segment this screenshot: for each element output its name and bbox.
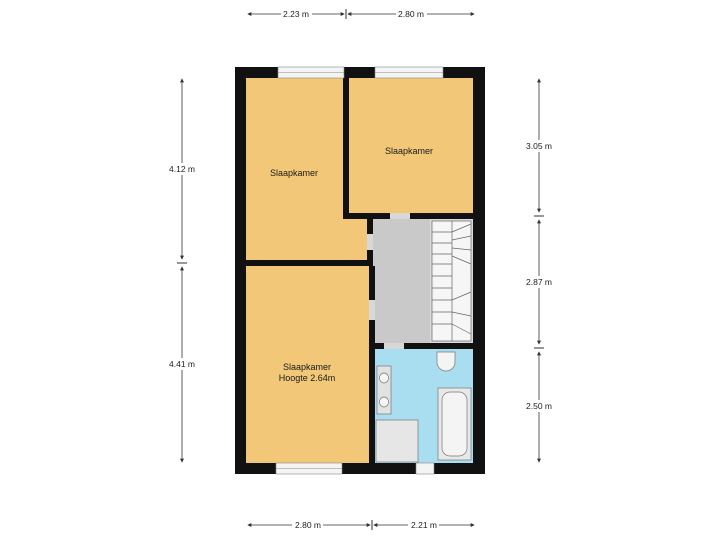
toilet xyxy=(436,351,456,372)
room-floor-bedroom-bottom xyxy=(246,266,369,463)
dim-left-lower: 4.41 m xyxy=(169,359,195,369)
dim-bottom-right: 2.21 m xyxy=(411,520,437,530)
dim-right-middle: 2.87 m xyxy=(526,277,552,287)
room-label-bedroom-bottom-height: Hoogte 2.64m xyxy=(279,373,336,383)
interior-wall-hall-left xyxy=(369,266,375,463)
shower-area xyxy=(375,419,419,463)
interior-wall-bathroom-top xyxy=(375,343,473,349)
interior-wall-bedroom-divider xyxy=(246,260,373,266)
hallway-floor xyxy=(373,219,430,343)
dim-top-left: 2.23 m xyxy=(283,9,309,19)
dim-bottom-left: 2.80 m xyxy=(295,520,321,530)
bathroom-fixtures xyxy=(375,351,472,463)
dim-right-upper: 3.05 m xyxy=(526,141,552,151)
staircase xyxy=(431,220,472,342)
interior-wall-vertical-top xyxy=(343,78,349,218)
dim-right-lower: 2.50 m xyxy=(526,401,552,411)
dim-left-upper: 4.12 m xyxy=(169,164,195,174)
door-bedroom-bottom xyxy=(369,300,375,320)
room-label-bedroom-top-left: Slaapkamer xyxy=(270,168,318,178)
room-floor-bedroom-top-right xyxy=(349,78,473,213)
door-bathroom xyxy=(384,343,404,349)
room-label-bedroom-bottom: Slaapkamer xyxy=(283,362,331,372)
door-bedroom-top-left xyxy=(367,234,373,250)
room-label-bedroom-top-right: Slaapkamer xyxy=(385,146,433,156)
door-bedroom-top-right xyxy=(390,213,410,219)
window-bottom-bathroom xyxy=(415,462,435,475)
dim-top-right: 2.80 m xyxy=(398,9,424,19)
